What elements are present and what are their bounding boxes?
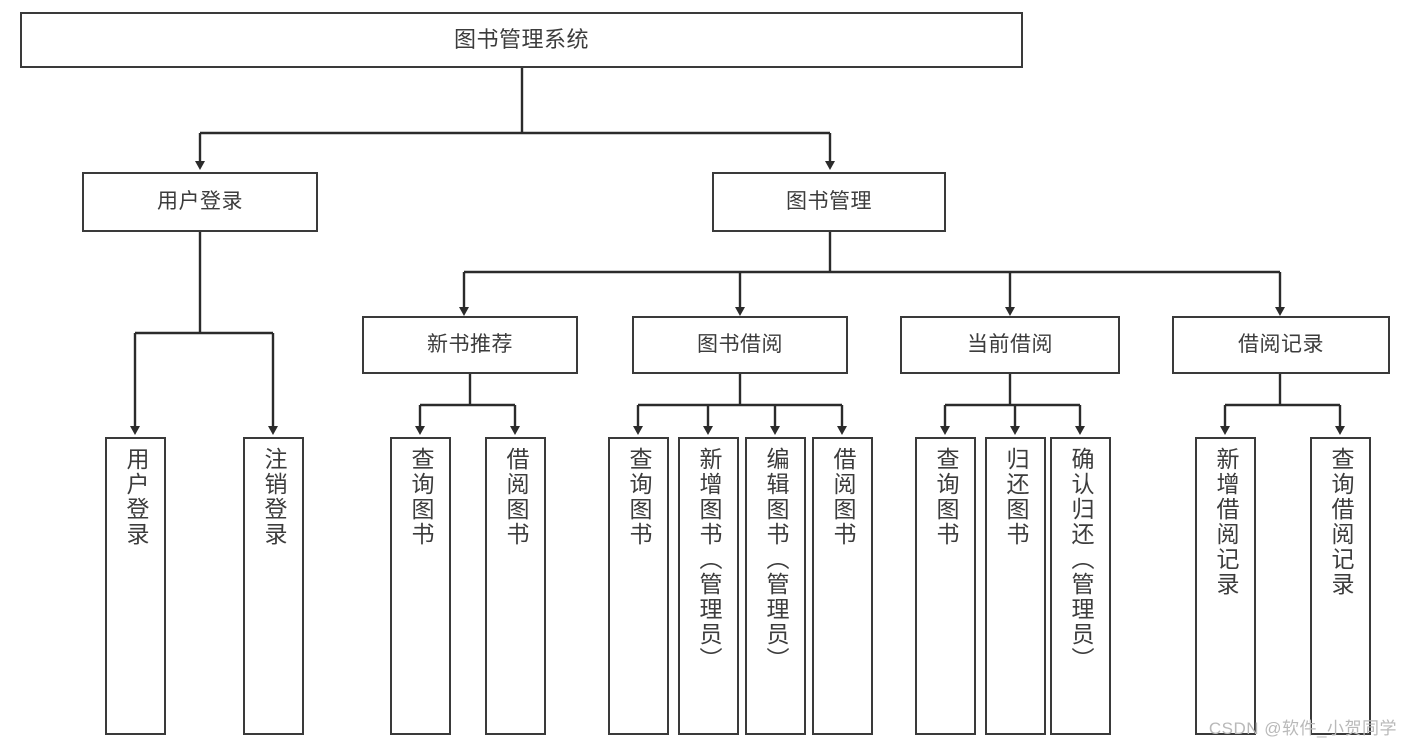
node-label: 查询借阅记录 [1328, 447, 1354, 597]
leaf-book-borrow-edit[interactable]: 编辑图书（管理员） [745, 437, 806, 735]
leaf-book-borrow-lend[interactable]: 借阅图书 [812, 437, 873, 735]
leaf-current-borrow-query[interactable]: 查询图书 [915, 437, 976, 735]
node-label: 图书借阅 [697, 332, 783, 356]
node-current-borrow[interactable]: 当前借阅 [900, 316, 1120, 374]
node-label: 当前借阅 [967, 332, 1053, 356]
node-label: 图书管理系统 [453, 27, 589, 53]
leaf-book-borrow-query[interactable]: 查询图书 [608, 437, 669, 735]
node-label: 新书推荐 [427, 332, 513, 356]
node-root-system[interactable]: 图书管理系统 [20, 12, 1023, 68]
node-label: 新增借阅记录 [1213, 447, 1239, 597]
leaf-new-book-query[interactable]: 查询图书 [390, 437, 451, 735]
node-label: 注销登录 [261, 447, 287, 547]
node-label: 用户登录 [123, 447, 149, 547]
node-label: 用户登录 [157, 189, 243, 213]
node-label: 归还图书 [1003, 447, 1029, 547]
node-label: 图书管理 [786, 189, 872, 213]
node-book-borrow[interactable]: 图书借阅 [632, 316, 848, 374]
node-label: 借阅图书 [503, 447, 529, 547]
node-book-management[interactable]: 图书管理 [712, 172, 946, 232]
node-label: 借阅图书 [830, 447, 856, 547]
node-user-login[interactable]: 用户登录 [82, 172, 318, 232]
csdn-watermark: CSDN @软件_小贺同学 [1208, 719, 1397, 738]
node-borrow-record[interactable]: 借阅记录 [1172, 316, 1390, 374]
leaf-borrow-record-query[interactable]: 查询借阅记录 [1310, 437, 1371, 735]
leaf-user-login-signin[interactable]: 用户登录 [105, 437, 166, 735]
node-label: 编辑图书（管理员） [763, 447, 789, 672]
node-new-book-recommend[interactable]: 新书推荐 [362, 316, 578, 374]
node-label: 确认归还（管理员） [1068, 447, 1094, 672]
leaf-borrow-record-add[interactable]: 新增借阅记录 [1195, 437, 1256, 735]
node-label: 借阅记录 [1238, 332, 1324, 356]
node-label: 查询图书 [933, 447, 959, 547]
leaf-book-borrow-add[interactable]: 新增图书（管理员） [678, 437, 739, 735]
leaf-current-borrow-return[interactable]: 归还图书 [985, 437, 1046, 735]
leaf-current-borrow-confirm[interactable]: 确认归还（管理员） [1050, 437, 1111, 735]
node-label: 新增图书（管理员） [696, 447, 722, 672]
node-label: 查询图书 [626, 447, 652, 547]
leaf-new-book-borrow[interactable]: 借阅图书 [485, 437, 546, 735]
node-label: 查询图书 [408, 447, 434, 547]
leaf-user-login-signout[interactable]: 注销登录 [243, 437, 304, 735]
